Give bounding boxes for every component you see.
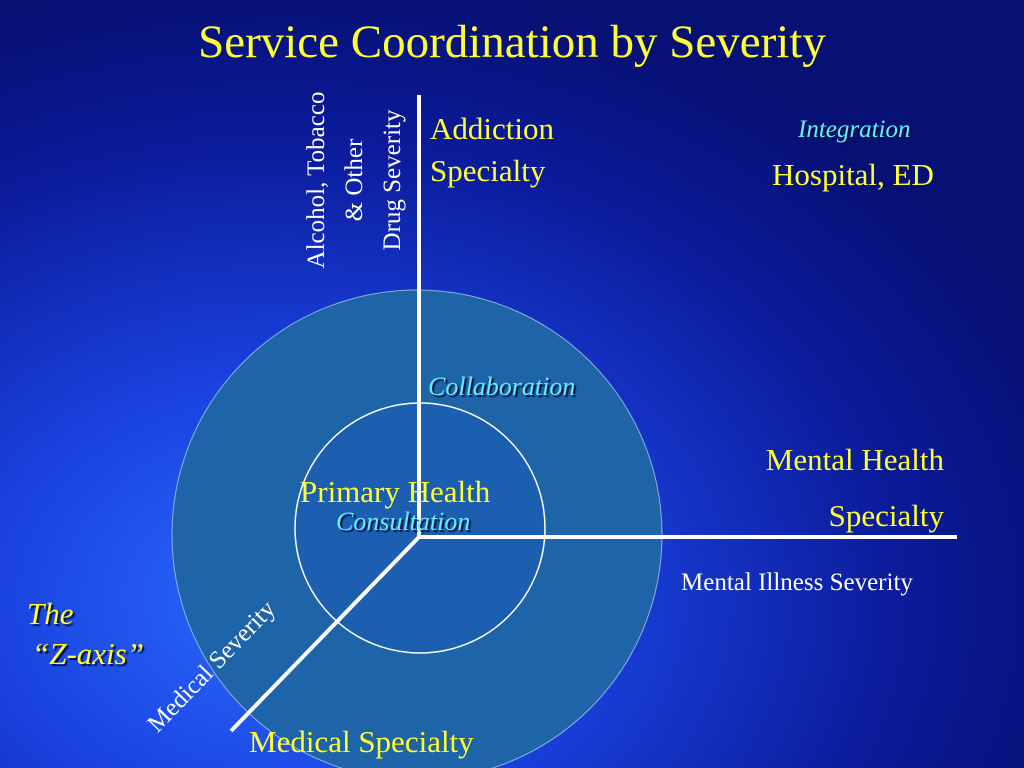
collaboration-label: Collaboration <box>428 372 576 401</box>
mental-health-line2: Specialty <box>828 498 944 533</box>
consultation-label: Consultation <box>336 507 471 536</box>
vertical-axis-label-line1: Alcohol, Tobacco <box>303 91 330 269</box>
vertical-axis-label-line3: Drug Severity <box>379 109 406 251</box>
mental-health-specialty-label: Mental Health Specialty <box>700 432 944 544</box>
primary-health-label: Primary Health <box>300 474 491 509</box>
integration-label: Integration <box>798 116 911 143</box>
vertical-axis-label-line2: & Other <box>341 138 368 222</box>
addiction-line2: Specialty <box>430 153 546 188</box>
z-axis-line2: “Z-axis” <box>32 636 144 671</box>
medical-specialty-label: Medical Specialty <box>249 724 474 759</box>
z-axis-line1: The <box>27 596 74 631</box>
addiction-specialty-label: Addiction Specialty <box>430 108 554 192</box>
hospital-ed-label: Hospital, ED <box>772 157 934 192</box>
horizontal-axis-label: Mental Illness Severity <box>681 569 913 596</box>
addiction-line1: Addiction <box>430 111 554 146</box>
slide-title: Service Coordination by Severity <box>198 16 826 68</box>
mental-health-line1: Mental Health <box>765 442 944 477</box>
diagonal-axis <box>229 535 421 733</box>
z-axis-label: The “Z-axis” <box>27 594 144 674</box>
